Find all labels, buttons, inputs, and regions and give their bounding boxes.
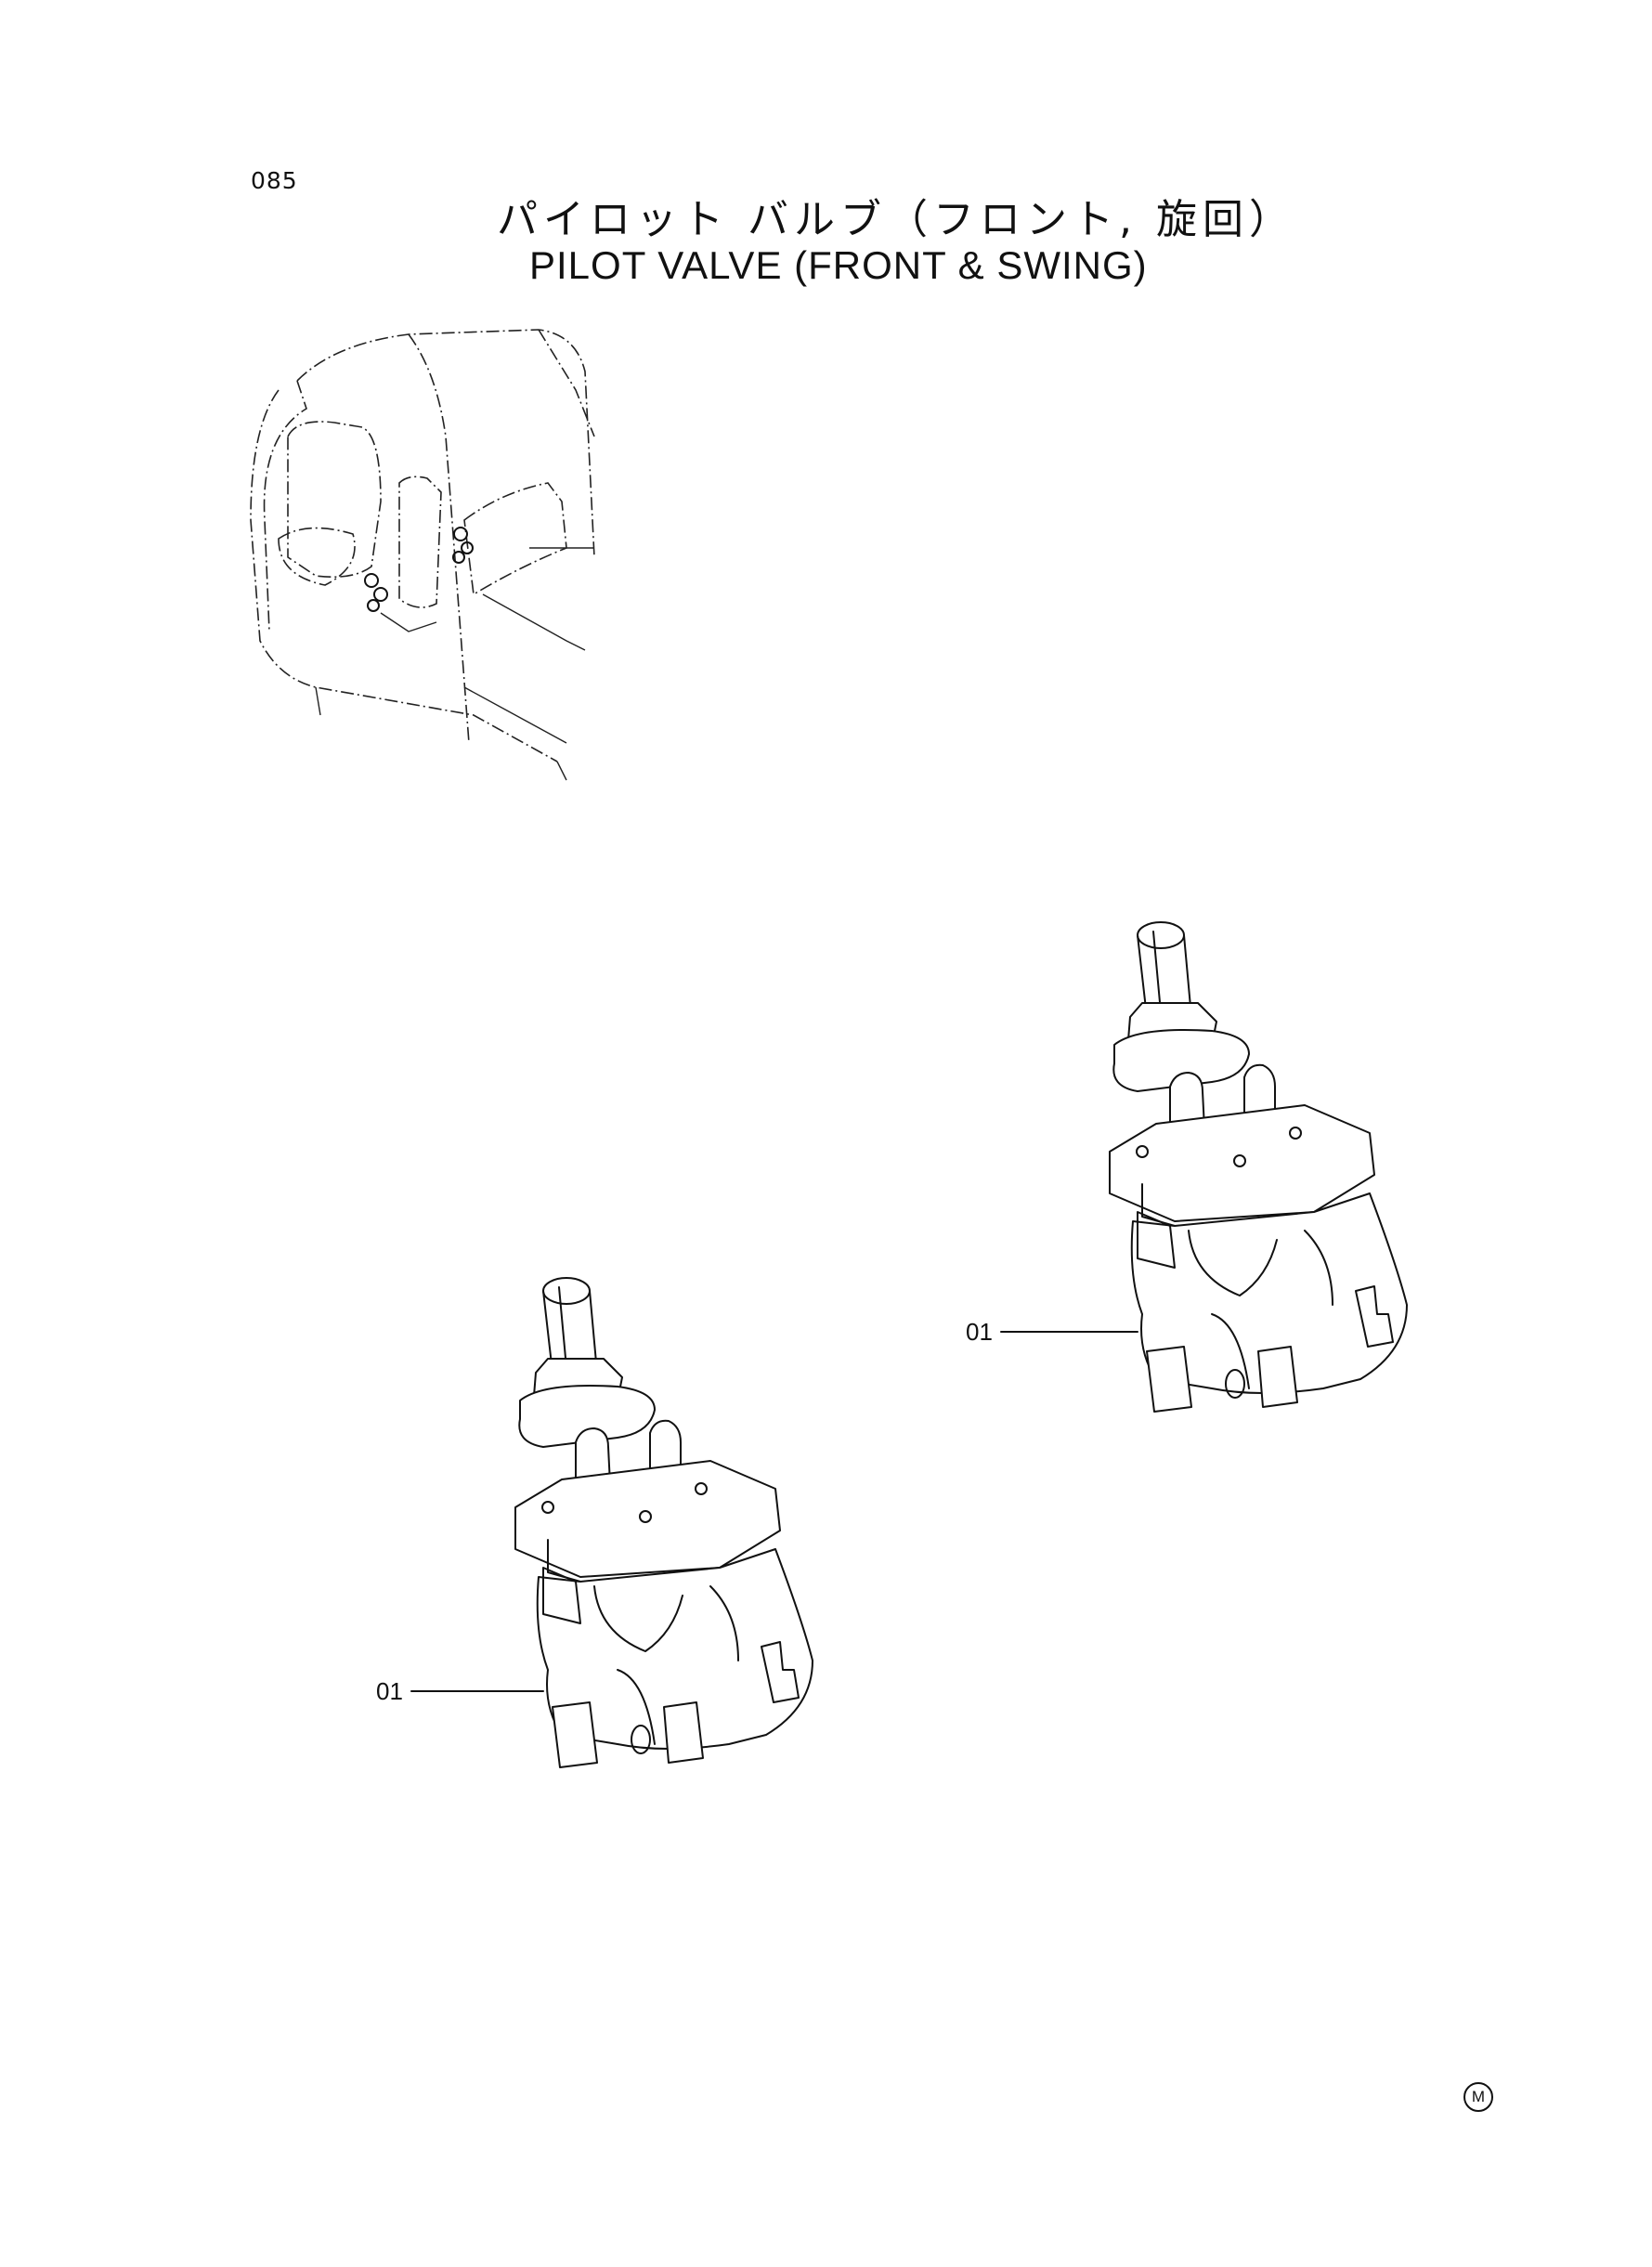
part-callout: 01 (376, 1677, 403, 1705)
part-callout: 01 (966, 1318, 993, 1346)
excavator-cab-icon (250, 329, 595, 781)
pilot-valve-drawing (514, 1277, 813, 1768)
pilot-valve-drawing (1109, 921, 1408, 1413)
page-number: 085 (251, 167, 298, 194)
page-title-english: PILOT VALVE (FRONT & SWING) (529, 243, 1148, 287)
page-title-japanese: パイロット バルブ（フロント, 旋回） (497, 196, 1295, 243)
footer-mark: M (1463, 2082, 1493, 2112)
